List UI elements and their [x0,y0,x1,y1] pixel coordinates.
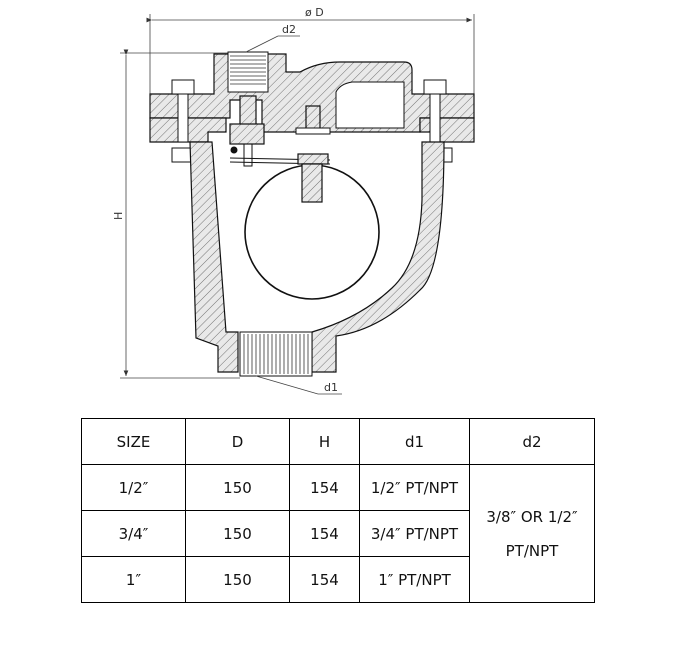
valve-section-drawing: ø D H [112,6,475,395]
table-row: 1″ 150 154 1″ PT/NPT [81,556,595,603]
valve-body [189,141,445,373]
header-d1: d1 [359,418,470,465]
leader-d1: d1 [255,375,342,395]
cell-d: 150 [185,556,290,603]
leader-d2: d2 [245,23,300,53]
header-d: D [185,418,290,465]
cell-size: 1″ [81,556,186,603]
cell-d1: 1/2″ PT/NPT [359,464,470,511]
flange-bolts [171,79,453,163]
header-d2: d2 [469,418,595,465]
spec-table: SIZE D H d1 d2 1/2″ 150 154 1/2″ PT/NPT … [81,418,595,603]
cell-d1: 3/4″ PT/NPT [359,510,470,557]
header-size: SIZE [81,418,186,465]
cell-d: 150 [185,510,290,557]
cell-d1: 1″ PT/NPT [359,556,470,603]
d2-thread [230,55,266,85]
d2-line-1: 3/8″ OR 1/2″ [486,507,578,526]
dim-d1-label: d1 [324,381,338,394]
cell-size: 3/4″ [81,510,186,557]
cell-h: 154 [289,464,360,511]
table-row: 1/2″ 150 154 1/2″ PT/NPT 3/8″ OR 1/2″ PT… [81,464,595,603]
dim-d2-label: d2 [282,23,296,36]
cell-h: 154 [289,510,360,557]
dim-diameter-label: ø D [305,6,324,19]
top-cover [149,51,475,133]
dimension-diameter: ø D [146,6,475,94]
d2-line-2: PT/NPT [505,541,559,560]
cell-size: 1/2″ [81,464,186,511]
float-stem [301,163,323,203]
dimension-height: H [112,49,240,379]
table-row: 3/4″ 150 154 3/4″ PT/NPT [81,510,595,557]
dim-height-label: H [112,212,125,220]
table-header-row: SIZE D H d1 d2 [81,418,595,465]
cell-h: 154 [289,556,360,603]
cell-d: 150 [185,464,290,511]
cell-d2: 3/8″ OR 1/2″ PT/NPT [469,464,595,603]
header-h: H [289,418,360,465]
d1-thread [239,331,313,377]
